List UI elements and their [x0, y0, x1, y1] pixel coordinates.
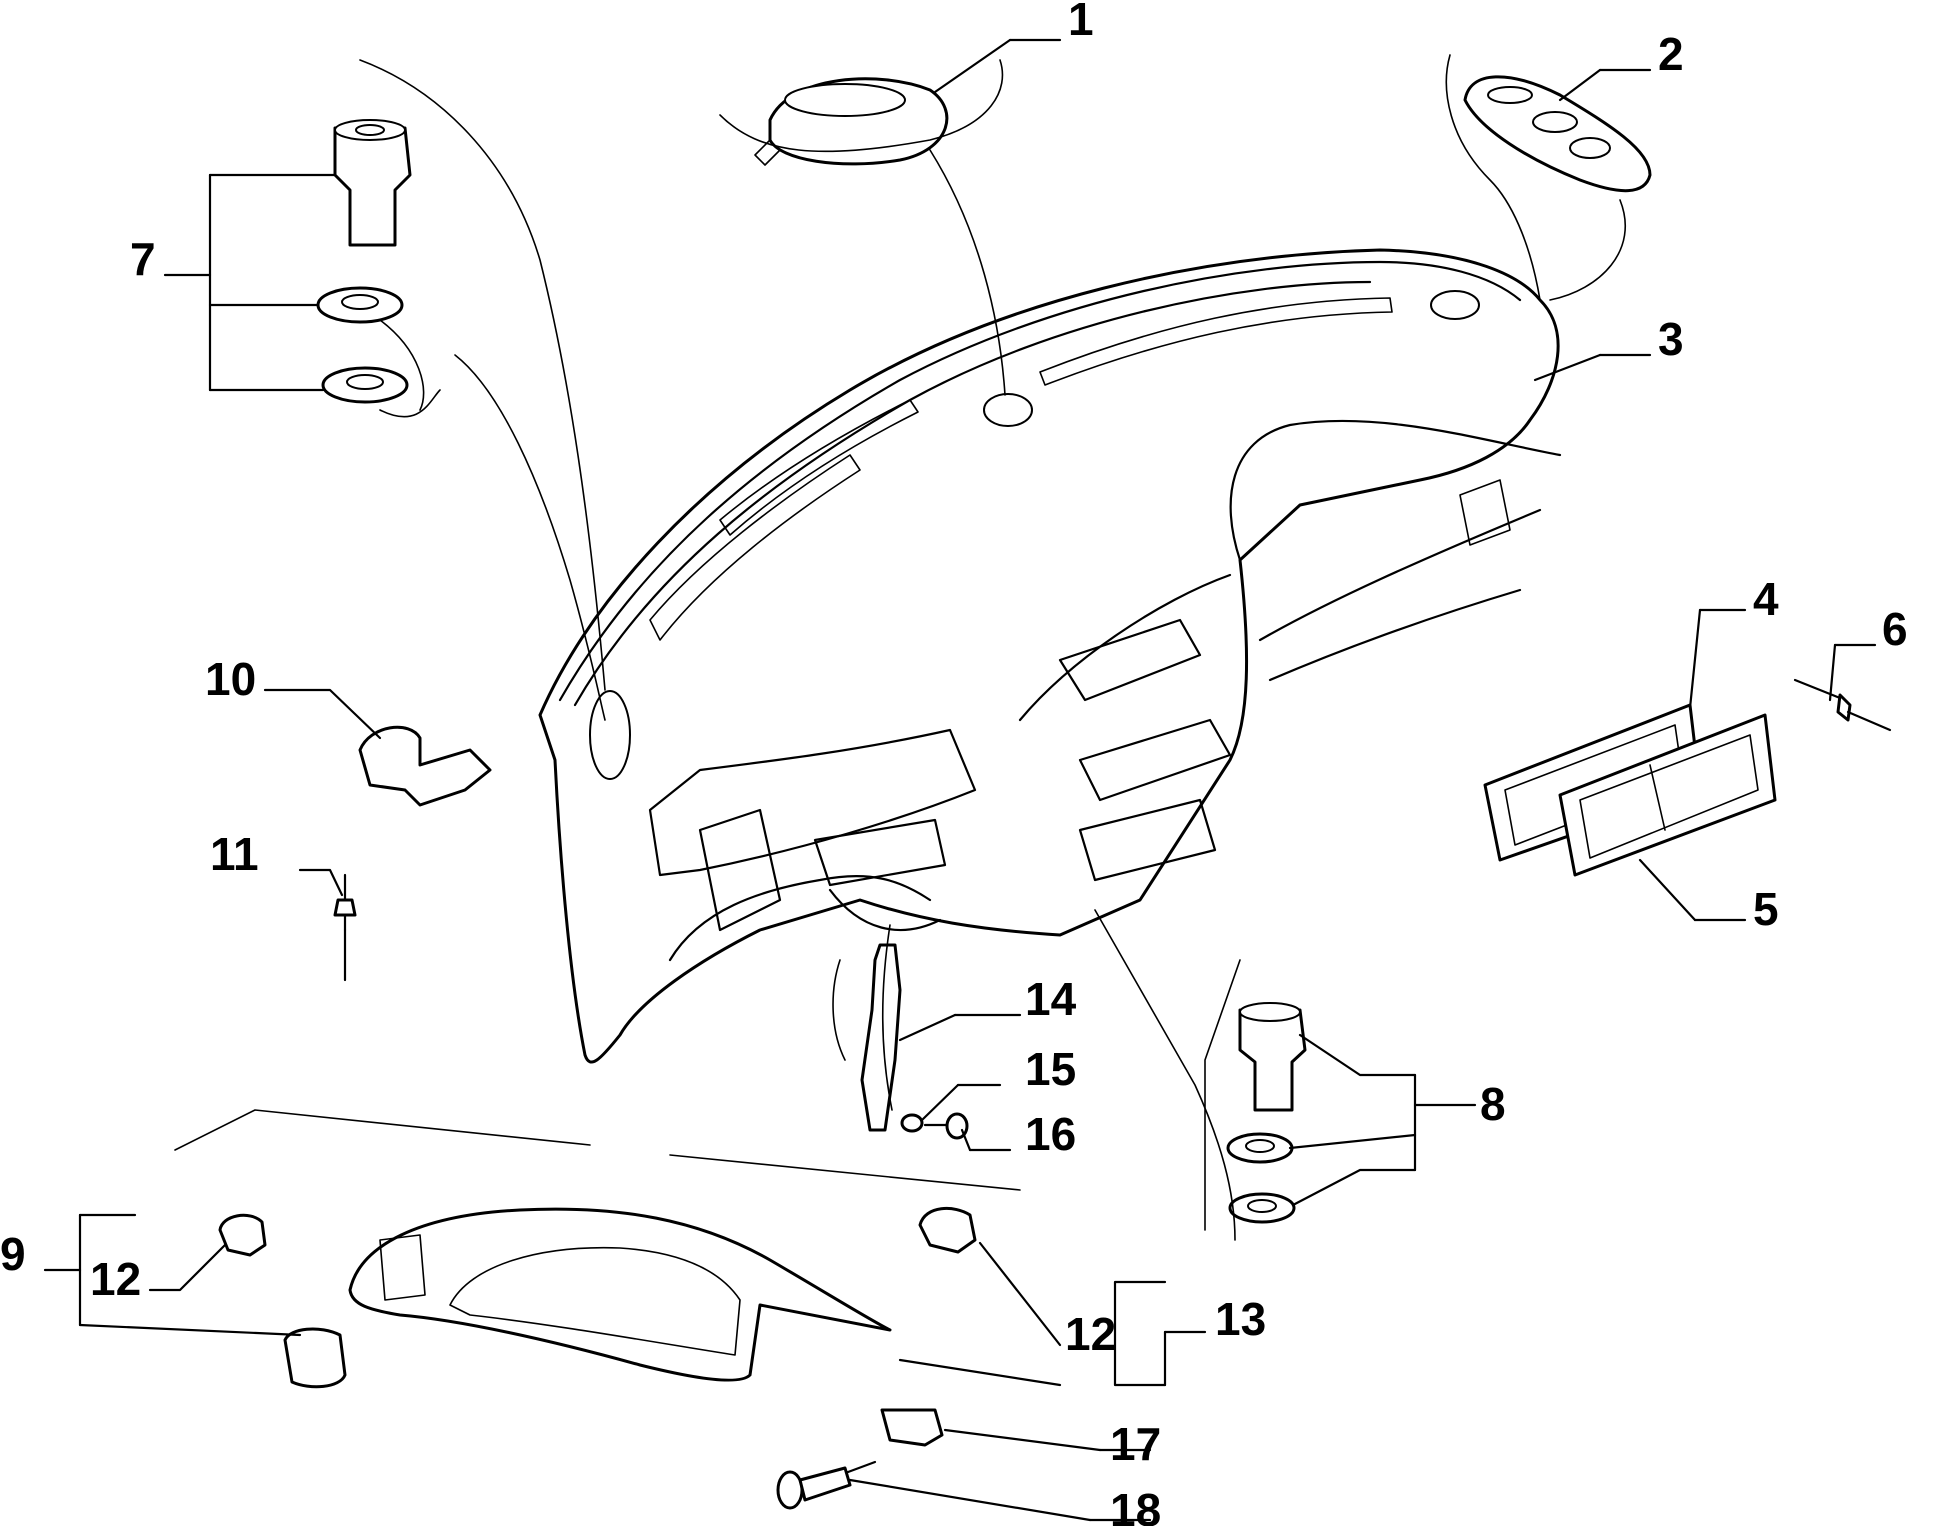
part-12-clip-right [918, 1206, 977, 1254]
part-16-screw [923, 1112, 969, 1140]
part-11-rivet [333, 873, 357, 982]
dashboard-panel [538, 248, 1562, 1064]
label-8: 8 [1480, 1078, 1506, 1130]
label-13: 13 [1215, 1293, 1266, 1345]
leader-lines [43, 38, 1877, 1522]
part-17-nut-clip [880, 1408, 944, 1447]
label-16: 16 [1025, 1108, 1076, 1160]
label-18: 18 [1110, 1484, 1161, 1526]
part-1-vent-cover [754, 77, 949, 166]
label-12-left: 12 [90, 1253, 141, 1305]
label-15: 15 [1025, 1043, 1076, 1095]
label-2: 2 [1658, 28, 1684, 80]
part-15-washer [900, 1113, 924, 1133]
part-4-5-frames [1483, 703, 1777, 877]
label-4: 4 [1753, 573, 1779, 625]
part-14-bracket [860, 943, 902, 1132]
part-7-bolt-washers [316, 119, 412, 404]
label-10: 10 [205, 653, 256, 705]
label-11: 11 [210, 828, 259, 880]
label-9: 9 [0, 1228, 26, 1280]
label-3: 3 [1658, 313, 1684, 365]
part-8-bolt-washers [1226, 1002, 1307, 1224]
part-9-cap [283, 1327, 347, 1389]
part-18-screw [776, 1460, 877, 1510]
part-2-switch-panel [1463, 75, 1652, 193]
label-17: 17 [1110, 1418, 1161, 1470]
label-1: 1 [1068, 0, 1094, 45]
part-13-instrument-bezel [348, 1207, 892, 1382]
part-6-rivet [1793, 678, 1892, 732]
label-12-right: 12 [1065, 1308, 1116, 1360]
sweep-lines [174, 54, 1626, 1241]
label-7: 7 [130, 233, 156, 285]
label-6: 6 [1882, 603, 1908, 655]
part-12-clip-left [218, 1213, 267, 1257]
part-10-clip [358, 725, 492, 807]
label-5: 5 [1753, 883, 1779, 935]
label-14: 14 [1025, 973, 1077, 1025]
